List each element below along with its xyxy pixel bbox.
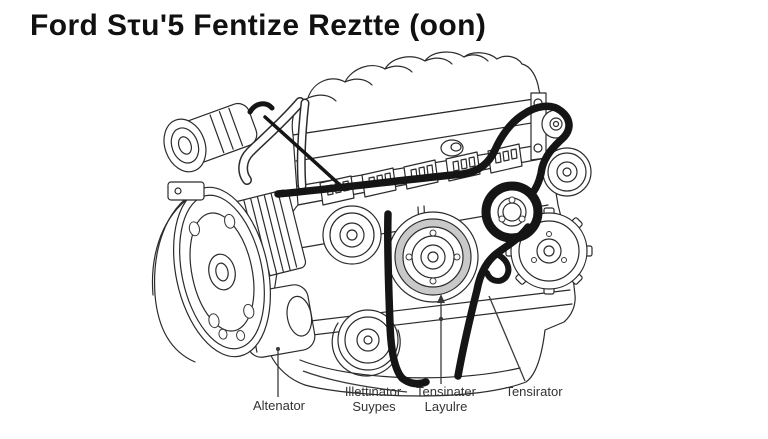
grooved-idler-pulley <box>542 147 592 197</box>
tensirator-leader <box>488 295 526 382</box>
crankshaft-pulley <box>387 211 479 303</box>
label-tensinater-line2: Layulre <box>425 399 468 414</box>
callout-labels: Altenator Illettinator Suypes Tensinater… <box>253 384 563 414</box>
power-steering-pump <box>163 102 258 173</box>
leader-lines <box>276 294 526 397</box>
page-title: Ford Sτu'5 Fentize Reztte (oon) <box>30 9 487 42</box>
pump-mount-foot <box>167 181 205 201</box>
serpentine-belt <box>247 101 573 388</box>
label-tensinater-line1: Tensinater <box>416 384 477 399</box>
fan-clutch-disc <box>172 186 272 358</box>
label-tensirator: Tensirator <box>505 384 563 399</box>
left-accessories <box>151 97 316 363</box>
upper-idler-pulley <box>322 205 382 265</box>
altenator-leader-dot <box>276 347 280 351</box>
label-altenator: Altenator <box>253 398 306 413</box>
oil-cap <box>440 139 464 157</box>
label-illettinator-line1: Illettinator <box>345 384 402 399</box>
label-illettinator-line2: Suypes <box>352 399 396 414</box>
tensinater-leader-dot <box>438 316 444 322</box>
illettinator-leader <box>302 370 408 393</box>
mounting-bracket-arm <box>238 97 310 191</box>
